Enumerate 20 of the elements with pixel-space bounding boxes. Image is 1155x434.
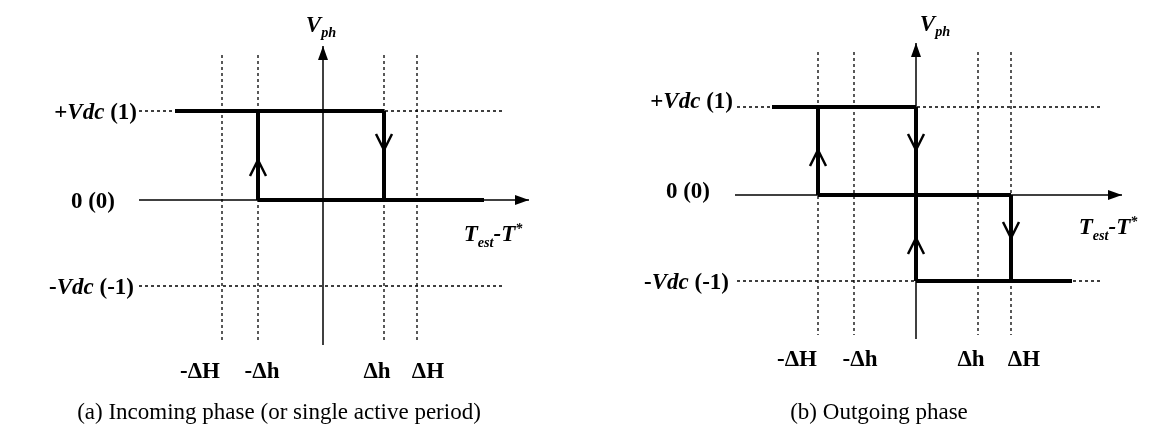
tick-label: 0 (0) xyxy=(665,178,710,202)
tick-label: -Δh xyxy=(842,346,878,370)
tick-label: +Vdc (1) xyxy=(650,88,733,112)
axis-label: T$_{est}$-T$^{*}$ xyxy=(463,220,523,250)
figure-caption: (b) Outgoing phase xyxy=(790,399,968,423)
tick-label: Δh xyxy=(363,358,391,382)
figure-caption: (a) Incoming phase (or single active period) xyxy=(77,399,481,423)
tick-label: 0 (0) xyxy=(70,188,115,212)
tick-label: -ΔH xyxy=(777,346,817,370)
tick-label: -Δh xyxy=(244,358,280,382)
tick-label: Δh xyxy=(957,346,985,370)
tick-label: ΔH xyxy=(1007,346,1041,370)
axis-label: T$_{est}$-T$^{*}$ xyxy=(1078,213,1138,243)
axis-label: V$_{ph}$ xyxy=(919,11,951,39)
tick-label: -ΔH xyxy=(180,358,220,382)
tick-label: ΔH xyxy=(411,358,445,382)
tick-label: +Vdc (1) xyxy=(54,99,137,123)
tick-label: -Vdc (-1) xyxy=(644,269,729,293)
axis-label: V$_{ph}$ xyxy=(305,12,337,40)
tick-label: -Vdc (-1) xyxy=(49,274,134,298)
